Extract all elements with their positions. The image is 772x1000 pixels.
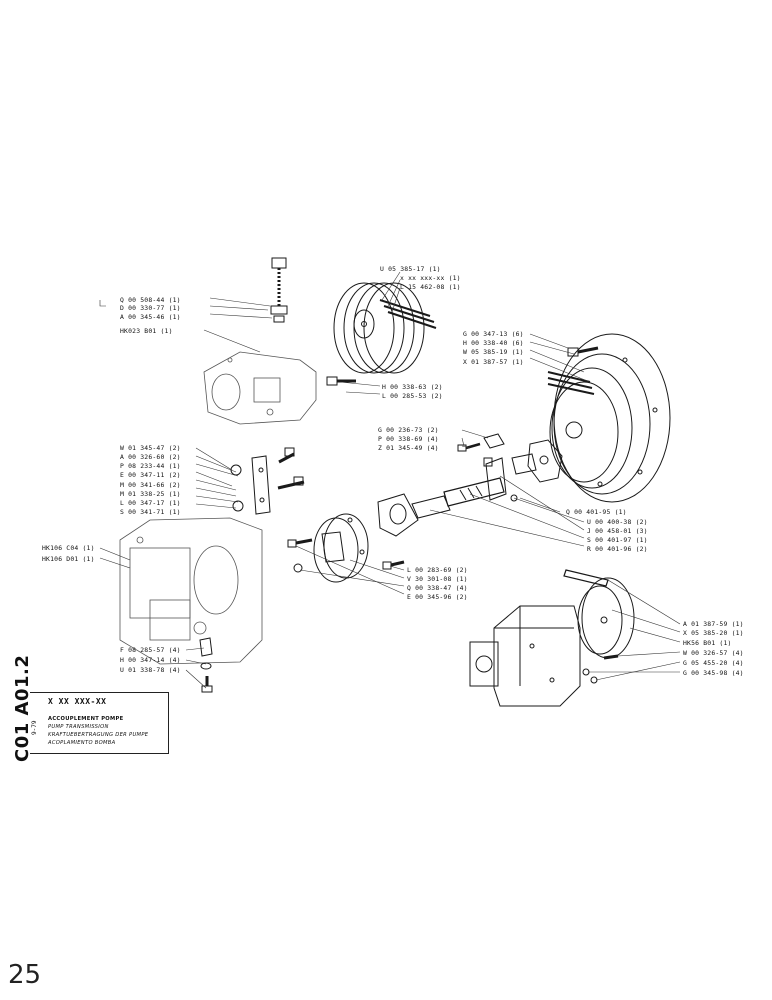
callout-label: F 08 285-57 (4) bbox=[120, 646, 181, 654]
callout-label: A 01 387-59 (1) bbox=[683, 620, 744, 628]
callout-label: U 01 338-78 (4) bbox=[120, 666, 181, 674]
large-pulley-bolt bbox=[567, 346, 599, 357]
large-pulley bbox=[547, 333, 671, 503]
callout-label: Z 01 345-49 (4) bbox=[378, 444, 439, 452]
callout-label: H 00 338-63 (2) bbox=[382, 383, 443, 391]
callout-label: M 00 341-66 (2) bbox=[120, 481, 181, 489]
top-bolt bbox=[270, 257, 288, 323]
callout-label: x xx xxx-xx (1) bbox=[400, 274, 461, 282]
upper-pulley bbox=[333, 282, 437, 374]
callout-label: W 00 326-57 (4) bbox=[683, 649, 744, 657]
callout-label: L 00 283-69 (2) bbox=[407, 566, 468, 574]
shaft-flange-right bbox=[527, 439, 563, 483]
flange-bolts bbox=[287, 538, 405, 573]
part-code: X XX XXX-XX bbox=[48, 697, 107, 706]
drive-flange bbox=[313, 513, 369, 583]
callout-label: G 00 345-98 (4) bbox=[683, 669, 744, 677]
leader-lines bbox=[99, 271, 681, 689]
callout-label: G 05 455-20 (4) bbox=[683, 659, 744, 667]
title-en: PUMP TRANSMISSION bbox=[48, 724, 109, 730]
callout-label: Q 00 401-95 (1) bbox=[566, 508, 627, 516]
callout-label: A 00 326-60 (2) bbox=[120, 453, 181, 461]
callout-label: U 00 400-38 (2) bbox=[587, 518, 648, 526]
callout-label: L 00 285-53 (2) bbox=[382, 392, 443, 400]
callout-label: D 00 330-77 (1) bbox=[120, 304, 181, 312]
callout-label: H 00 347-14 (4) bbox=[120, 656, 181, 664]
callout-label: G 00 236-73 (2) bbox=[378, 426, 439, 434]
callout-label: S 00 401-97 (1) bbox=[587, 536, 648, 544]
callout-label: A 00 345-46 (1) bbox=[120, 313, 181, 321]
auxiliary-pump-housing bbox=[203, 351, 317, 425]
callout-label: X 05 385-20 (1) bbox=[683, 629, 744, 637]
drawing-code: C01 A01.2 bbox=[12, 654, 33, 762]
shaft-snap-ring bbox=[510, 494, 518, 502]
callout-label: P 08 233-44 (1) bbox=[120, 462, 181, 470]
callout-label: L 00 347-17 (1) bbox=[120, 499, 181, 507]
callout-label: G 00 347-13 (6) bbox=[463, 330, 524, 338]
callout-label: V 30 301-08 (1) bbox=[407, 575, 468, 583]
callout-label: W 01 345-47 (2) bbox=[120, 444, 181, 452]
title-de: KRAFTUEBERTRAGUNG DER PUMPE bbox=[48, 732, 149, 738]
callout-label: U 05 385-17 (1) bbox=[380, 265, 441, 273]
title-es: ACOPLAMIENTO BOMBA bbox=[48, 740, 116, 746]
callout-label: H 00 338-40 (6) bbox=[463, 339, 524, 347]
callout-label: P 00 338-69 (4) bbox=[378, 435, 439, 443]
title-fr: ACCOUPLEMENT POMPE bbox=[48, 716, 124, 722]
callout-label: M 01 338-25 (1) bbox=[120, 490, 181, 498]
main-pump bbox=[119, 517, 263, 665]
callout-label: Q 00 338-47 (4) bbox=[407, 584, 468, 592]
bracket-plate bbox=[251, 455, 271, 515]
callout-label: HK56 B01 (1) bbox=[683, 639, 732, 647]
callout-label: HK106 D01 (1) bbox=[42, 555, 95, 563]
callout-label: W 05 385-19 (1) bbox=[463, 348, 524, 356]
cardan-shaft bbox=[377, 453, 537, 537]
pulley-bolt bbox=[326, 376, 356, 386]
callout-label: S 00 341-71 (1) bbox=[120, 508, 181, 516]
callout-label: HK106 C04 (1) bbox=[42, 544, 95, 552]
callout-label: J 00 458-01 (3) bbox=[587, 527, 648, 535]
gearbox-unit bbox=[469, 605, 581, 707]
shaft-bracket-top bbox=[457, 433, 505, 452]
title-block bbox=[30, 692, 169, 754]
callout-label: E 00 345-96 (2) bbox=[407, 593, 468, 601]
mounting-hardware bbox=[199, 637, 213, 693]
callout-label: R 00 401-96 (2) bbox=[587, 545, 648, 553]
callout-label: Q 00 508-44 (1) bbox=[120, 296, 181, 304]
callout-label: HK023 B01 (1) bbox=[120, 327, 173, 335]
callout-label: L 15 462-08 (1) bbox=[400, 283, 461, 291]
callout-label: E 00 347-11 (2) bbox=[120, 471, 181, 479]
bracket-bolts bbox=[230, 447, 305, 512]
page-number: 25 bbox=[8, 960, 42, 990]
callout-label: X 01 387-57 (1) bbox=[463, 358, 524, 366]
